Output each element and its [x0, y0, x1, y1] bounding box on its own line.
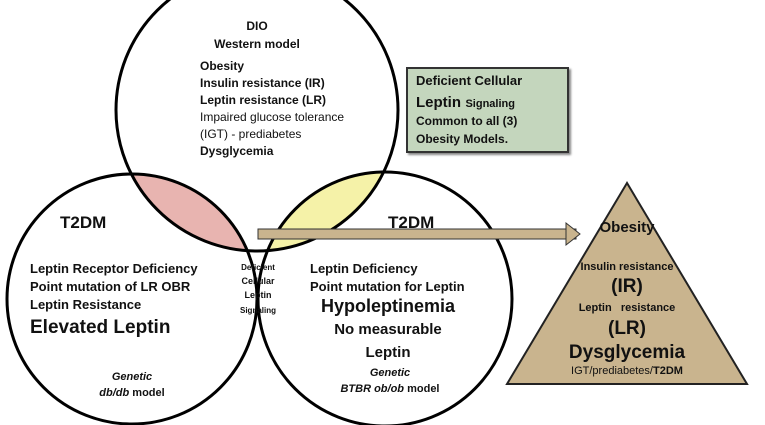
- top-title: DIO: [246, 19, 268, 33]
- left-line2: Point mutation of LR OBR: [30, 279, 191, 294]
- top-item-obesity: Obesity: [200, 59, 245, 73]
- left-genetic: Genetic: [111, 371, 153, 383]
- top-item-igt: Impaired glucose tolerance: [200, 110, 345, 124]
- triangle-line7: IGT/prediabetes/T2DM: [537, 365, 717, 378]
- triangle-line2: Insulin resistance: [580, 261, 674, 273]
- left-heading: T2DM: [60, 213, 107, 232]
- triangle-line7b: T2DM: [652, 365, 683, 377]
- right-line1: Leptin Deficiency: [310, 261, 418, 276]
- center-line2: Cellular: [241, 276, 275, 286]
- right-line3: Hypoleptinemia: [320, 296, 456, 316]
- top-item-prediabetes: (IGT) - prediabetes: [200, 127, 302, 141]
- right-heading: T2DM: [388, 213, 435, 232]
- top-item-dysglycemia: Dysglycemia: [200, 144, 274, 158]
- info-box-line2: Leptin Signaling: [416, 94, 515, 112]
- right-line2: Point mutation for Leptin: [310, 279, 465, 294]
- info-box-line3: Common to all (3): [416, 114, 518, 128]
- center-line4: Signaling: [240, 306, 276, 315]
- left-line1: Leptin Receptor Deficiency: [30, 261, 198, 276]
- info-box-line1: Deficient Cellular: [416, 73, 523, 88]
- circle-right: [256, 170, 514, 425]
- center-line1: Deficient: [241, 263, 275, 272]
- triangle-line3: (IR): [611, 276, 643, 297]
- info-box-line2a: Leptin: [416, 94, 461, 111]
- left-model: db/db model: [70, 387, 194, 400]
- triangle-line6: Dysglycemia: [568, 342, 686, 363]
- triangle-line7a: IGT/prediabetes/: [571, 365, 653, 377]
- right-line4: No measurable: [334, 321, 442, 338]
- right-model-b: model: [407, 383, 440, 395]
- left-line4: Elevated Leptin: [30, 317, 171, 338]
- triangle-shape: [505, 181, 749, 385]
- circle-top: [114, 0, 400, 253]
- left-line3: Leptin Resistance: [30, 297, 142, 312]
- left-model-a: db/db: [99, 387, 130, 399]
- top-subtitle: Western model: [214, 37, 300, 51]
- top-item-ir: Insulin resistance (IR): [200, 76, 325, 90]
- triangle-line4b: resistance: [620, 302, 676, 314]
- triangle-line5: (LR): [608, 318, 646, 339]
- triangle-line1: Obesity: [599, 219, 655, 236]
- top-item-lr: Leptin resistance (LR): [200, 93, 327, 107]
- right-genetic: Genetic: [369, 367, 411, 379]
- left-model-b: model: [132, 387, 165, 399]
- info-box-line2b: Signaling: [465, 98, 515, 110]
- center-line3: Leptin: [244, 290, 272, 300]
- info-box: [406, 67, 569, 153]
- right-model: BTBR ob/ob model: [300, 383, 480, 396]
- info-box-line4: Obesity Models.: [416, 132, 509, 146]
- arrow-to-triangle: [257, 221, 581, 247]
- triangle-line4: Leptin resistance: [557, 302, 697, 315]
- right-model-a: BTBR ob/ob: [340, 383, 405, 395]
- right-line5: Leptin: [365, 344, 411, 361]
- triangle-line4a: Leptin: [578, 302, 612, 314]
